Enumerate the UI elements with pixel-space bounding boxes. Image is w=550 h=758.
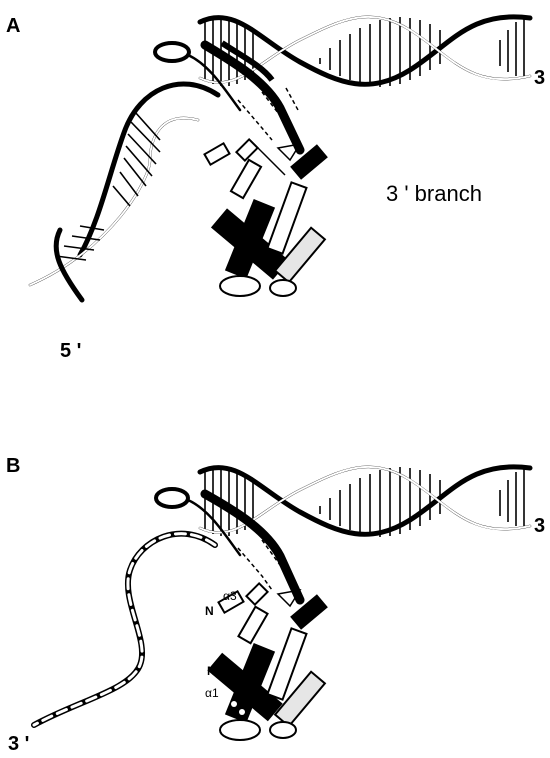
panel-b-three-prime-tail-label: 3 ' [8,733,29,755]
panel-b: B [6,455,545,755]
panel-a-helices [204,139,327,282]
panel-a: A [6,15,545,362]
panel-a-loop-bottom-1 [220,276,260,296]
panel-b-alpha1-label: α1 [205,686,219,700]
panel-a-five-prime-label: 5 ' [60,340,81,362]
panel-b-loop-bottom-1 [220,720,260,740]
panel-b-helices [208,583,327,726]
panel-b-loop [156,489,188,507]
panel-b-three-prime-end: 3 [534,515,545,537]
panel-a-label: A [6,15,20,37]
panel-b-dot-2 [239,709,245,715]
panel-b-label: B [6,455,20,477]
panel-a-branch-label: 3 ' branch [386,181,482,206]
panel-b-n-label-upper: N [205,604,214,618]
panel-b-dot-1 [231,701,237,707]
panel-a-loop [155,43,189,61]
panel-a-three-prime-end: 3 [534,67,545,89]
panel-b-three-prime-tail [34,534,215,725]
panel-b-loop-bottom-2 [270,722,296,738]
panel-b-alpha3-label: α3 [223,589,237,603]
panel-b-n-label-lower: N [207,664,216,678]
panel-a-loop-bottom-2 [270,280,296,296]
panel-a-five-prime-branch [30,84,218,300]
